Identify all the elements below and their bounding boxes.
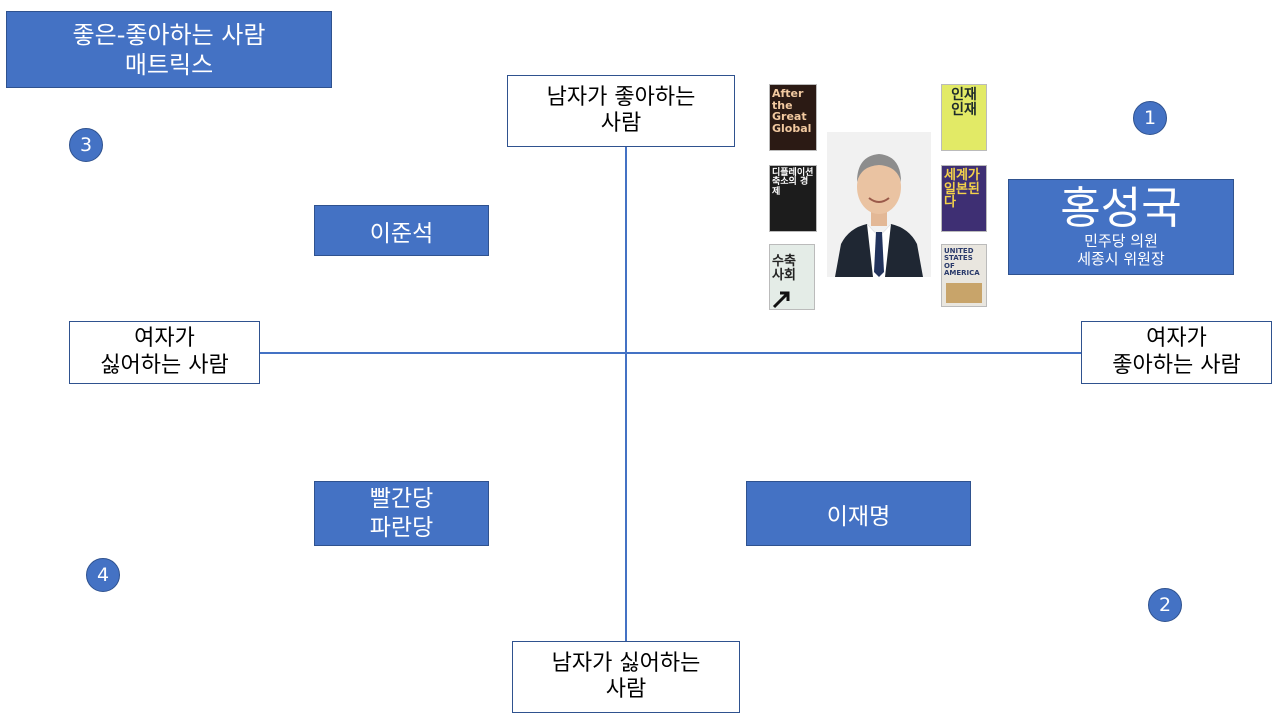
title-box: 좋은-좋아하는 사람 매트릭스 [6, 11, 332, 88]
book-illustration [946, 283, 982, 303]
person-icon [827, 132, 931, 277]
book-cover-4: 세계가 일본된다 [941, 165, 987, 232]
profile-name: 홍성국 [1060, 182, 1182, 234]
title-line2: 매트릭스 [124, 50, 214, 79]
book-cover-6: UNITED STATES OF AMERICA [941, 244, 987, 307]
arrow-icon [772, 291, 790, 309]
quadrant-number-2: 2 [1148, 588, 1182, 622]
profile-role2: 세종시 위원장 [1077, 250, 1165, 269]
quadrant-number-3: 3 [69, 128, 103, 162]
portrait-photo [827, 132, 931, 277]
horizontal-axis [260, 352, 1082, 354]
item-parties: 빨간당 파란당 [314, 481, 489, 546]
book-cover-3: 디플레이션 축소의 경제 [769, 165, 817, 232]
book-cover-1: After the Great Global [769, 84, 817, 151]
item-lee-junseok: 이준석 [314, 205, 489, 256]
profile-role1: 민주당 의원 [1084, 232, 1158, 251]
book-cover-2: 인재 인재 [941, 84, 987, 151]
book-cover-5: 수축 사회 [769, 244, 815, 310]
axis-label-top: 남자가 좋아하는 사람 [507, 75, 735, 147]
vertical-axis [625, 146, 627, 642]
title-line1: 좋은-좋아하는 사람 [72, 20, 266, 49]
axis-label-left: 여자가 싫어하는 사람 [69, 321, 260, 384]
quadrant-number-4: 4 [86, 558, 120, 592]
axis-label-bottom: 남자가 싫어하는 사람 [512, 641, 740, 713]
axis-label-right: 여자가 좋아하는 사람 [1081, 321, 1272, 384]
quadrant-number-1: 1 [1133, 101, 1167, 135]
profile-box: 홍성국 민주당 의원 세종시 위원장 [1008, 179, 1234, 275]
item-lee-jaemyung: 이재명 [746, 481, 971, 546]
